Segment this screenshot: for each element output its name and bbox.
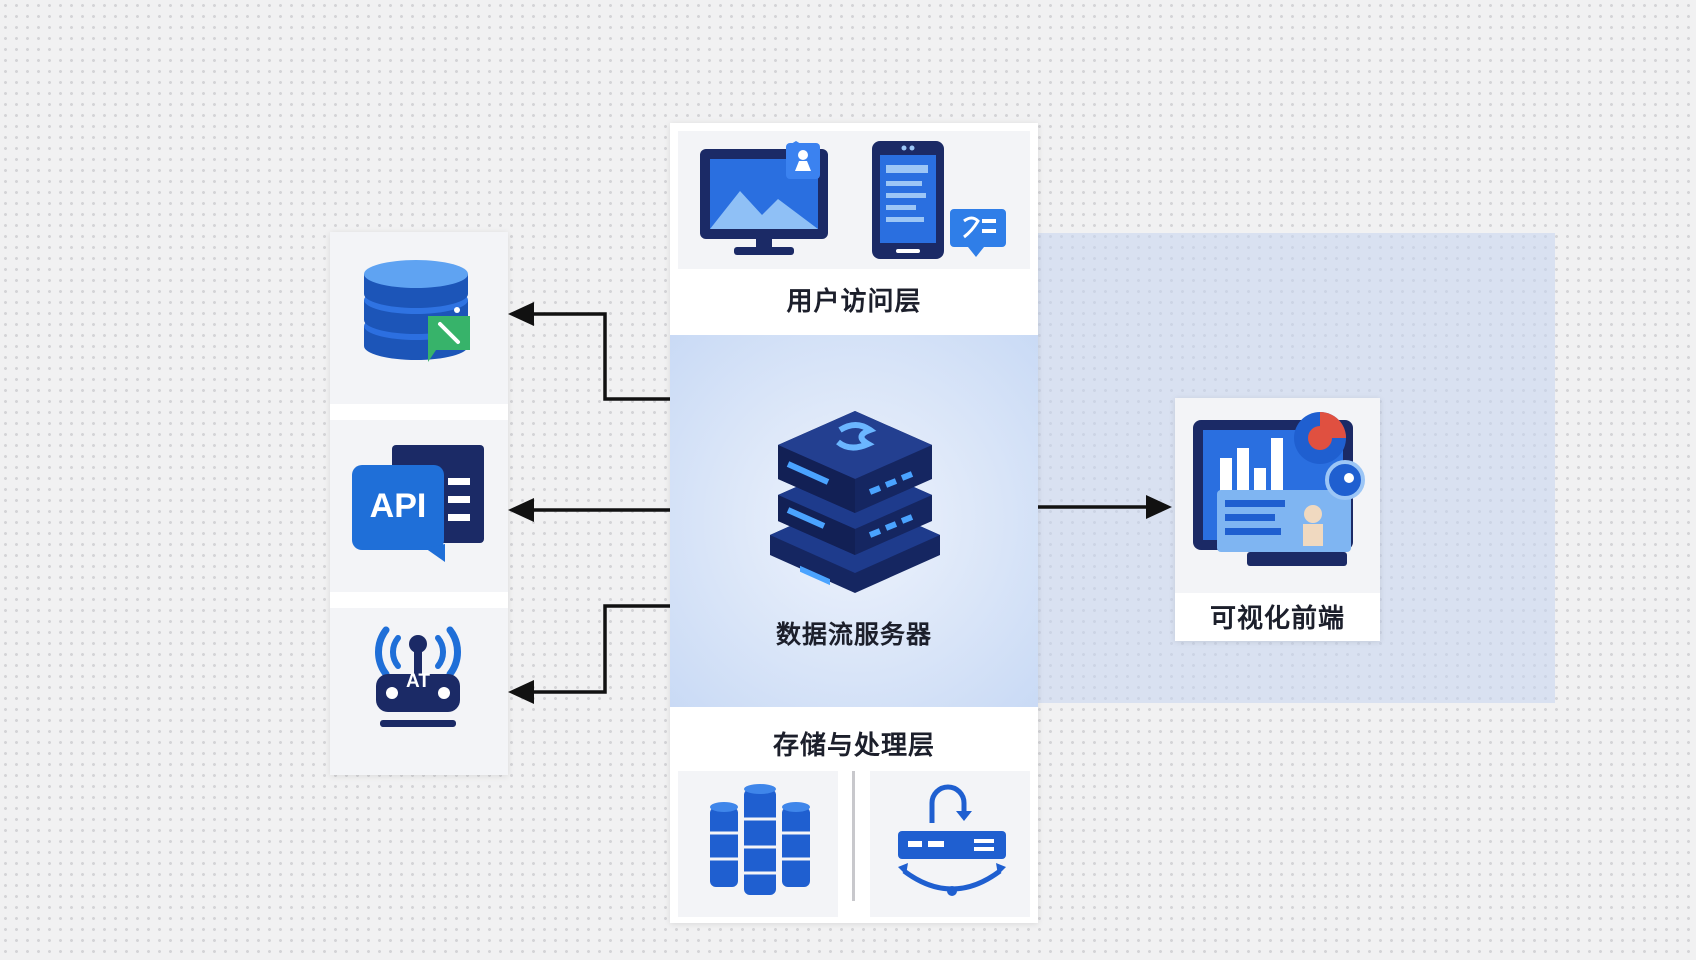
smartphone-icon[interactable] <box>868 139 1018 264</box>
storage-divider <box>852 771 855 901</box>
database-icon <box>364 260 470 362</box>
frontend-label: 可视化前端 <box>1209 604 1345 634</box>
server-stack-icon <box>770 411 940 593</box>
api-icon-text: API <box>369 487 427 525</box>
database-cluster-icon <box>710 784 810 895</box>
frontend-panel[interactable]: 可视化前端 <box>1175 398 1380 641</box>
frontend-icon-cell <box>1175 398 1380 593</box>
arrow-to-database <box>528 312 670 401</box>
central-column: 用户访问层 数据流服务器 存储与处理层 <box>670 123 1038 923</box>
dashboard-icon <box>1193 412 1365 566</box>
storage-cell-processing[interactable] <box>870 771 1030 917</box>
storage-cell-database[interactable] <box>678 771 838 917</box>
processing-pipeline-icon <box>898 784 1006 896</box>
source-database[interactable] <box>330 232 508 404</box>
data-sources-panel: API AT <box>330 232 508 775</box>
server-zone[interactable]: 数据流服务器 <box>670 335 1038 707</box>
api-icon <box>352 445 484 562</box>
user-layer-label: 用户访问层 <box>786 287 922 317</box>
monitor-icon[interactable] <box>698 141 848 261</box>
server-label: 数据流服务器 <box>775 620 932 649</box>
source-api[interactable]: API <box>330 420 508 592</box>
arrow-to-iot <box>528 604 670 694</box>
storage-layer-label: 存储与处理层 <box>772 731 935 761</box>
user-layer-icons <box>678 131 1030 269</box>
iot-device-icon <box>375 626 461 727</box>
source-iot[interactable]: AT <box>330 608 508 775</box>
iot-icon-text: AT <box>406 671 430 692</box>
